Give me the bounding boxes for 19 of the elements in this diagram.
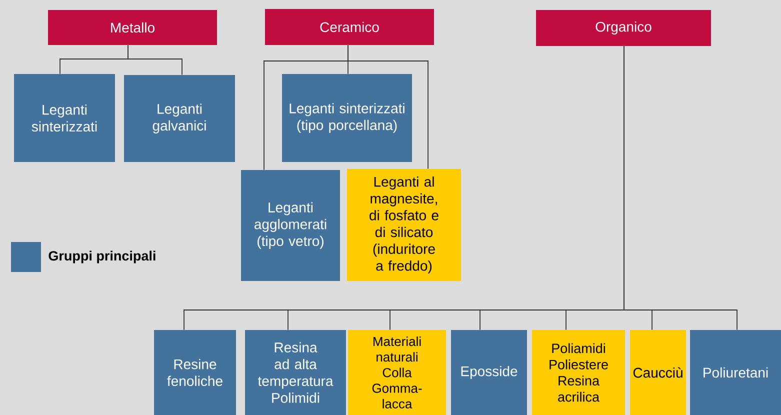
group-box: Resine fenoliche	[154, 330, 236, 415]
connector-line	[624, 46, 738, 330]
group-box: Leganti sinterizzati	[14, 74, 115, 162]
group-box: Leganti agglomerati (tipo vetro)	[241, 170, 340, 281]
group-box: Leganti sinterizzati (tipo porcellana)	[282, 74, 412, 162]
material-box: Leganti al magnesite, di fosfato e di silicato (induritore a freddo)	[347, 169, 461, 281]
legend-text: Gruppi principali	[48, 250, 156, 264]
connector-line	[128, 44, 182, 76]
group-box: Leganti galvanici	[124, 75, 235, 162]
group-box: Eposside	[451, 330, 527, 415]
material-box: Caucciù	[630, 330, 686, 415]
header-box: Organico	[536, 10, 711, 46]
connector-line	[348, 44, 428, 170]
group-box: Resina ad alta temperatura Polimidi	[245, 330, 346, 415]
header-box: Ceramico	[265, 9, 434, 45]
material-box: Poliamidi Poliestere Resina acrilica	[532, 330, 625, 415]
group-box: Poliuretani	[690, 330, 781, 415]
material-box: Materiali naturali Colla Gomma-lacca	[348, 330, 446, 415]
header-box: Metallo	[48, 10, 217, 45]
